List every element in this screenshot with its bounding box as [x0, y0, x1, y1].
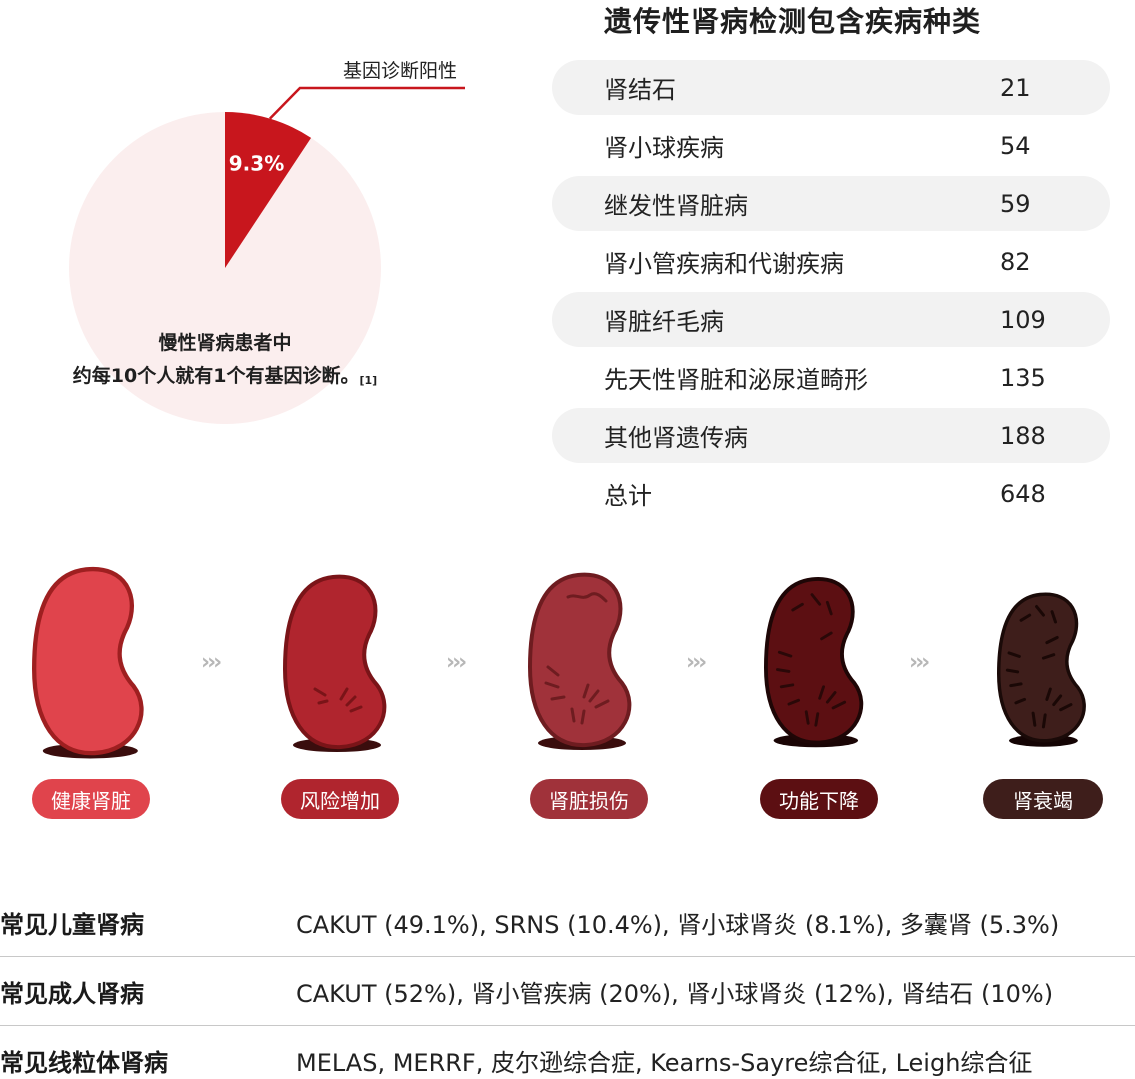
table-row: 肾小球疾病 54 — [552, 118, 1110, 173]
kidney-decline-icon — [763, 577, 864, 748]
disease-count: 188 — [1000, 421, 1046, 450]
disease-count: 82 — [1000, 247, 1031, 276]
table-row: 肾小管疾病和代谢疾病 82 — [552, 234, 1110, 289]
pie-caption-ref: [1] — [359, 374, 378, 387]
disease-name: 其他肾遗传病 — [604, 424, 748, 452]
table-row: 肾结石 21 — [552, 60, 1110, 115]
disease-name: 肾小球疾病 — [604, 134, 724, 162]
pie-slice-positive — [225, 111, 312, 268]
disease-count: 135 — [1000, 363, 1046, 392]
arrow-icon: ››› — [909, 650, 930, 675]
kidney-damage-icon — [528, 572, 632, 750]
disease-name: 肾结石 — [604, 76, 676, 104]
pie-caption: 慢性肾病患者中 约每10个人就有1个有基因诊断。[1] — [20, 327, 430, 393]
stage-badge-risk: 风险增加 — [281, 779, 399, 819]
stage-badge-healthy: 健康肾脏 — [32, 779, 150, 819]
common-disease-value: MELAS, MERRF, 皮尔逊综合症, Kearns-Sayre综合征, L… — [296, 1049, 1033, 1077]
pie-slice-value-label: 9.3% — [229, 151, 284, 175]
disease-table: 肾结石 21 肾小球疾病 54 继发性肾脏病 59 肾小管疾病和代谢疾病 82 … — [552, 60, 1110, 524]
disease-name: 肾脏纤毛病 — [604, 308, 724, 336]
disease-count: 109 — [1000, 305, 1046, 334]
table-row: 继发性肾脏病 59 — [552, 176, 1110, 231]
pie-callout-label: 基因诊断阳性 — [342, 60, 457, 82]
pie-callout-line — [269, 86, 465, 120]
table-row: 常见线粒体肾病 MELAS, MERRF, 皮尔逊综合症, Kearns-Say… — [0, 1026, 1135, 1079]
pie-chart: 9.3% — [69, 86, 465, 424]
arrow-icon: ››› — [446, 650, 467, 675]
kidney-risk-icon — [283, 574, 387, 752]
stage-badge-failure: 肾衰竭 — [983, 779, 1103, 819]
pie-caption-line2-wrap: 约每10个人就有1个有基因诊断。[1] — [20, 360, 430, 393]
table-row: 肾脏纤毛病 109 — [552, 292, 1110, 347]
pie-caption-line2: 约每10个人就有1个有基因诊断。 — [72, 365, 360, 387]
stage-badge-damage: 肾脏损伤 — [530, 779, 648, 819]
common-diseases-table: 常见儿童肾病 CAKUT (49.1%), SRNS (10.4%), 肾小球肾… — [0, 888, 1135, 1079]
table-row: 常见成人肾病 CAKUT (52%), 肾小管疾病 (20%), 肾小球肾炎 (… — [0, 957, 1135, 1026]
table-row: 常见儿童肾病 CAKUT (49.1%), SRNS (10.4%), 肾小球肾… — [0, 888, 1135, 957]
disease-count: 54 — [1000, 131, 1031, 160]
table-row: 其他肾遗传病 188 — [552, 408, 1110, 463]
kidney-failure-icon — [996, 592, 1086, 747]
table-row: 先天性肾脏和泌尿道畸形 135 — [552, 350, 1110, 405]
common-disease-label: 常见儿童肾病 — [0, 910, 144, 939]
common-disease-label: 常见成人肾病 — [0, 979, 144, 1008]
arrow-icon: ››› — [686, 650, 707, 675]
disease-table-title: 遗传性肾病检测包含疾病种类 — [604, 5, 982, 38]
stage-badge-decline: 功能下降 — [760, 779, 878, 819]
kidney-progression — [0, 555, 1086, 759]
disease-name: 继发性肾脏病 — [604, 192, 748, 220]
common-disease-value: CAKUT (49.1%), SRNS (10.4%), 肾小球肾炎 (8.1%… — [296, 910, 1060, 939]
common-disease-value: CAKUT (52%), 肾小管疾病 (20%), 肾小球肾炎 (12%), 肾… — [296, 979, 1054, 1008]
disease-name: 先天性肾脏和泌尿道畸形 — [604, 366, 868, 394]
disease-name: 总计 — [604, 482, 652, 510]
arrow-icon: ››› — [201, 650, 222, 675]
common-disease-label: 常见线粒体肾病 — [0, 1049, 168, 1077]
table-row-total: 总计 648 — [552, 466, 1110, 521]
disease-count: 21 — [1000, 73, 1031, 102]
disease-count: 59 — [1000, 189, 1031, 218]
disease-name: 肾小管疾病和代谢疾病 — [604, 250, 844, 278]
disease-count: 648 — [1000, 479, 1046, 508]
pie-caption-line1: 慢性肾病患者中 — [158, 332, 292, 354]
kidney-healthy-icon — [34, 569, 141, 759]
